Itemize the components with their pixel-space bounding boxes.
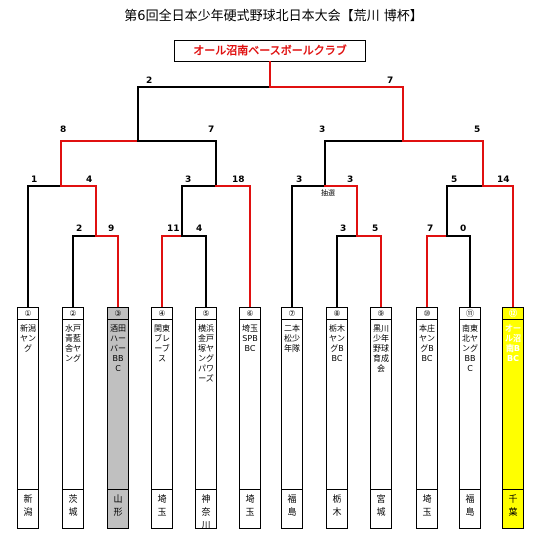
- line-qf-c1: [291, 185, 326, 308]
- team-seed: ⑥: [240, 308, 260, 320]
- team-name: 横浜金戸塚ヤングパワーズ: [196, 320, 216, 490]
- team-prefecture: 埼玉: [157, 495, 167, 518]
- score-r1-c2: 5: [372, 224, 379, 234]
- team-name: 埼玉SPBBC: [240, 320, 260, 490]
- team-box-7: ⑦ 二本松少年隊 福島: [281, 307, 303, 529]
- team-seed: ⑦: [282, 308, 302, 320]
- line-qf-b2: [215, 185, 251, 308]
- line-r1-d1: [426, 235, 448, 308]
- team-box-8: ⑧ 栃木ヤングBBC 栃木: [326, 307, 348, 529]
- team-name: 本庄ヤングBBC: [417, 320, 437, 490]
- score-sf-left-2: 7: [208, 125, 215, 135]
- team-seed: ⑨: [371, 308, 391, 320]
- team-seed: ①: [18, 308, 38, 320]
- team-prefecture: 神奈川: [201, 495, 211, 531]
- line-r1-c2: [356, 235, 382, 308]
- team-seed: ⑫: [503, 308, 523, 320]
- team-name: 関東ブレーブス: [152, 320, 172, 490]
- team-box-6: ⑥ 埼玉SPBBC 埼玉: [239, 307, 261, 529]
- line-r1-c1: [336, 235, 358, 308]
- line-qf-a2: [60, 185, 97, 237]
- team-name: 黒川少年野球育成会: [371, 320, 391, 490]
- score-r1-a1: 2: [76, 224, 83, 234]
- team-box-4: ④ 関東ブレーブス 埼玉: [151, 307, 173, 529]
- score-qf-d1: 5: [451, 175, 458, 185]
- team-box-12: ⑫ オール沼南BBC 千葉: [502, 307, 524, 529]
- team-prefecture: 栃木: [332, 495, 342, 518]
- team-prefecture: 埼玉: [245, 495, 255, 518]
- team-box-9: ⑨ 黒川少年野球育成会 宮城: [370, 307, 392, 529]
- line-r1-d2: [446, 235, 471, 308]
- team-box-3: ③ 酒田ハーバーBBC 山形: [107, 307, 129, 529]
- line-sf-left-2: [137, 140, 217, 187]
- team-box-1: ① 新潟ヤング 新潟: [17, 307, 39, 529]
- team-box-5: ⑤ 横浜金戸塚ヤングパワーズ 神奈川: [195, 307, 217, 531]
- lottery-note: 抽選: [321, 189, 335, 197]
- team-seed: ④: [152, 308, 172, 320]
- team-seed: ⑤: [196, 308, 216, 320]
- line-qf-d2: [482, 185, 514, 308]
- score-r1-d2: 0: [460, 224, 467, 234]
- line-final-left: [137, 86, 271, 142]
- score-r1-d1: 7: [427, 224, 434, 234]
- score-qf-d2: 14: [497, 175, 510, 185]
- score-sf-right-2: 5: [474, 125, 481, 135]
- team-prefecture: 千葉: [508, 495, 518, 518]
- team-name: 新潟ヤング: [18, 320, 38, 490]
- score-r1-b1: 11: [167, 224, 180, 234]
- team-name: 酒田ハーバーBBC: [108, 320, 128, 490]
- team-box-11: ⑪ 南東北ヤングBBC 福島: [459, 307, 481, 529]
- line-sf-left-1: [60, 140, 139, 187]
- line-qf-c2: [324, 185, 358, 237]
- team-seed: ⑧: [327, 308, 347, 320]
- team-prefecture: 福島: [287, 495, 297, 518]
- team-prefecture: 宮城: [376, 495, 386, 518]
- score-r1-b2: 4: [196, 224, 203, 234]
- line-final-right: [269, 86, 404, 142]
- page-title: 第6回全日本少年硬式野球北日本大会【荒川 博杯】: [124, 9, 423, 24]
- line-r1-b1: [161, 235, 183, 308]
- team-seed: ③: [108, 308, 128, 320]
- score-sf-left-1: 8: [60, 125, 67, 135]
- line-r1-a1: [72, 235, 97, 308]
- team-box-2: ② 水戸青藍舎ヤング 茨城: [62, 307, 84, 529]
- line-qf-d1: [446, 185, 484, 237]
- line-qf-a1: [27, 185, 62, 308]
- line-r1-b2: [181, 235, 207, 308]
- line-sf-right-2: [402, 140, 484, 187]
- score-qf-b2: 18: [232, 175, 245, 185]
- team-seed: ⑩: [417, 308, 437, 320]
- score-qf-a2: 4: [86, 175, 93, 185]
- team-name: 栃木ヤングBBC: [327, 320, 347, 490]
- team-name: オール沼南BBC: [503, 320, 523, 490]
- score-qf-a1: 1: [31, 175, 38, 185]
- team-name: 南東北ヤングBBC: [460, 320, 480, 490]
- team-prefecture: 茨城: [68, 495, 78, 518]
- team-seed: ⑪: [460, 308, 480, 320]
- score-qf-b1: 3: [185, 175, 192, 185]
- line-sf-right-1: [324, 140, 404, 187]
- team-name: 水戸青藍舎ヤング: [63, 320, 83, 490]
- score-final-right: 7: [387, 76, 394, 86]
- team-prefecture: 新潟: [23, 495, 33, 518]
- score-qf-c2: 3: [347, 175, 354, 185]
- score-qf-c1: 3: [296, 175, 303, 185]
- team-seed: ②: [63, 308, 83, 320]
- team-prefecture: 山形: [113, 495, 123, 518]
- team-box-10: ⑩ 本庄ヤングBBC 埼玉: [416, 307, 438, 529]
- team-prefecture: 福島: [465, 495, 475, 518]
- score-sf-right-1: 3: [319, 125, 326, 135]
- team-name: 二本松少年隊: [282, 320, 302, 490]
- team-prefecture: 埼玉: [422, 495, 432, 518]
- score-r1-a2: 9: [108, 224, 115, 234]
- line-r1-a2: [95, 235, 119, 308]
- score-final-left: 2: [146, 76, 153, 86]
- line-qf-b1: [181, 185, 217, 237]
- score-r1-c1: 3: [340, 224, 347, 234]
